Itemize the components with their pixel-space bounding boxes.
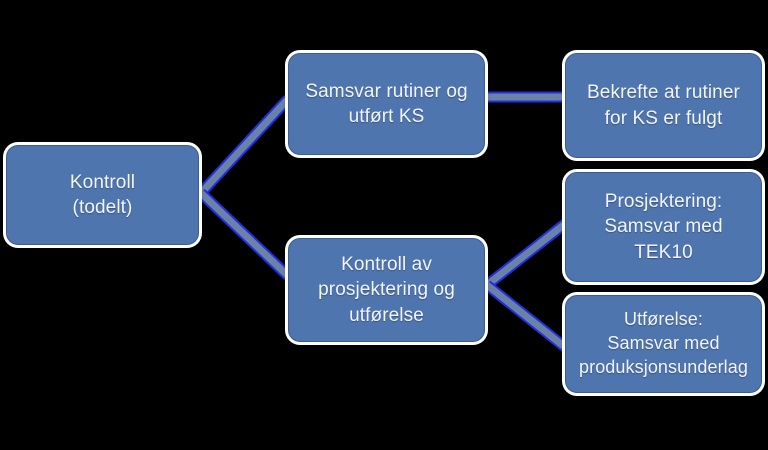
node-kontroll-todelt-label: Kontroll (todelt) <box>69 171 136 218</box>
node-prosjektering-samsvar-med-tek10[interactable]: Prosjektering: Samsvar med TEK10 <box>565 172 762 282</box>
edge-root-to-samsvar <box>196 95 293 197</box>
node-kontroll-av-prosjektering-og-utforelse[interactable]: Kontroll av prosjektering og utførelse <box>288 238 485 342</box>
node-utforelse-samsvar-med-produksjonsunderlag-label: Utførelse: Samsvar med produksjonsunderl… <box>578 309 748 377</box>
node-utforelse-samsvar-med-produksjonsunderlag[interactable]: Utførelse: Samsvar med produksjonsunderl… <box>565 295 762 393</box>
node-bekrefte-at-rutiner-for-ks-er-fulgt[interactable]: Bekrefte at rutiner for KS er fulgt <box>565 53 762 158</box>
node-prosjektering-samsvar-med-tek10-label: Prosjektering: Samsvar med TEK10 <box>604 191 723 263</box>
edge-kontroll-to-prosjektering <box>483 218 570 290</box>
node-kontroll-av-prosjektering-og-utforelse-label: Kontroll av prosjektering og utførelse <box>318 254 455 326</box>
edge-kontroll-to-utforelse <box>483 280 570 353</box>
node-samsvar-rutiner-og-utfort-ks[interactable]: Samsvar rutiner og utført KS <box>288 53 485 155</box>
node-bekrefte-at-rutiner-for-ks-er-fulgt-label: Bekrefte at rutiner for KS er fulgt <box>587 82 740 129</box>
edge-root-to-kontroll-prosjektering <box>197 189 292 280</box>
node-samsvar-rutiner-og-utfort-ks-label: Samsvar rutiner og utført KS <box>305 80 468 127</box>
node-kontroll-todelt[interactable]: Kontroll (todelt) <box>6 145 199 245</box>
